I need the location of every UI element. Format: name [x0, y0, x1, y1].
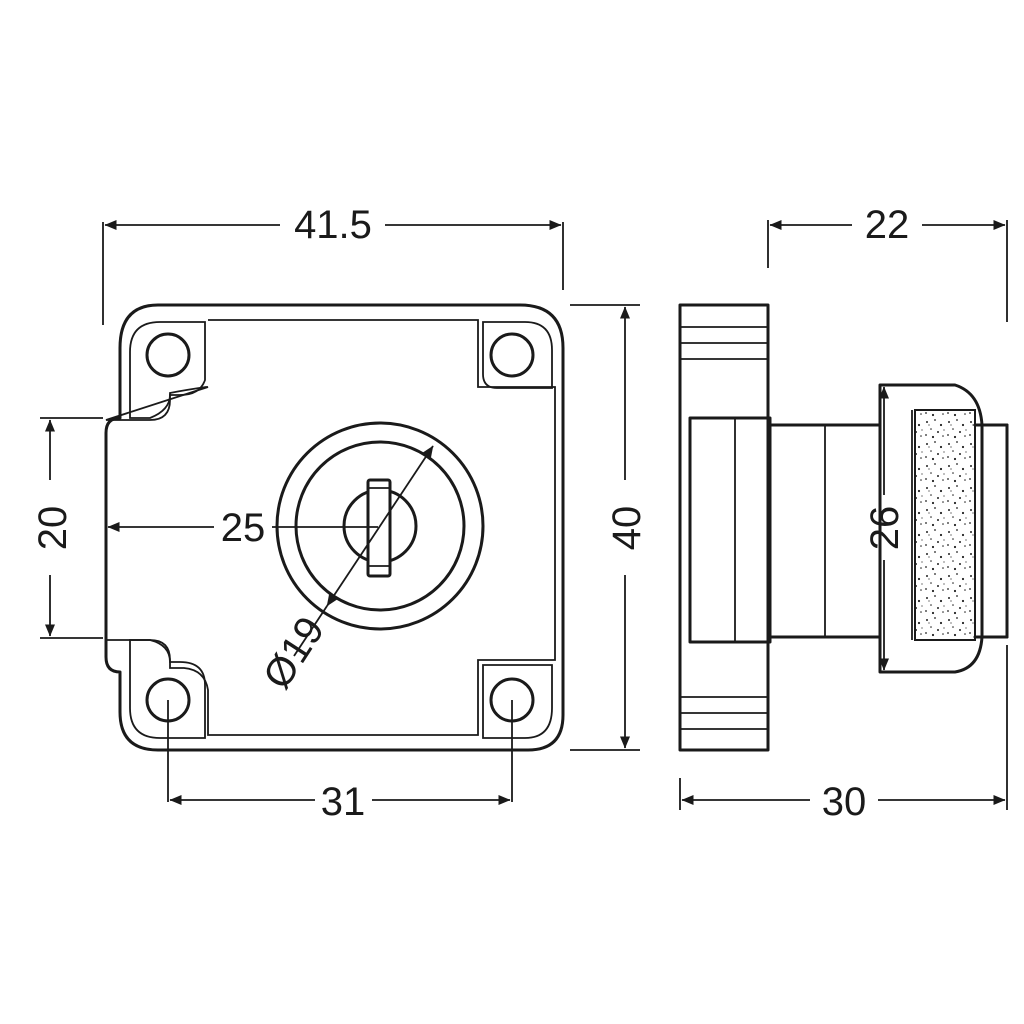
- dim-label-25: 25: [221, 506, 266, 550]
- cylinder-outer-ring: [275, 421, 485, 631]
- lock-plate-outline: [104, 303, 565, 752]
- dimension-height-40: 40: [570, 304, 649, 751]
- screw-hole-top-right: [482, 321, 553, 389]
- cylinder-face: [294, 440, 466, 612]
- bolt-textured-face: [914, 409, 976, 641]
- dimension-width-41-5: 41.5: [102, 203, 564, 325]
- screw-hole-top-left: [129, 321, 206, 419]
- dim-label-30: 30: [822, 780, 867, 824]
- dim-label-22: 22: [865, 203, 910, 247]
- dimension-bolt-26: 26: [863, 386, 907, 671]
- dimension-backset-25: 25: [107, 506, 378, 550]
- dimension-depth-22: 22: [767, 203, 1008, 322]
- side-view: [678, 303, 1009, 752]
- screw-hole-bottom-right: [482, 664, 553, 739]
- dim-label-20: 20: [31, 506, 75, 551]
- dim-label-41-5: 41.5: [294, 203, 372, 247]
- dim-label-40: 40: [605, 506, 649, 551]
- dimension-diameter-19: Ø19: [255, 445, 434, 697]
- dim-label-dia-19: Ø19: [255, 609, 333, 696]
- dim-label-31: 31: [321, 780, 366, 824]
- dimension-total-30: 30: [679, 645, 1008, 824]
- dimension-offset-20: 20: [31, 417, 103, 639]
- dim-label-26: 26: [863, 506, 907, 551]
- flange: [678, 303, 770, 752]
- dimension-spacing-31: 31: [167, 700, 513, 824]
- lock-body-side: [688, 416, 772, 644]
